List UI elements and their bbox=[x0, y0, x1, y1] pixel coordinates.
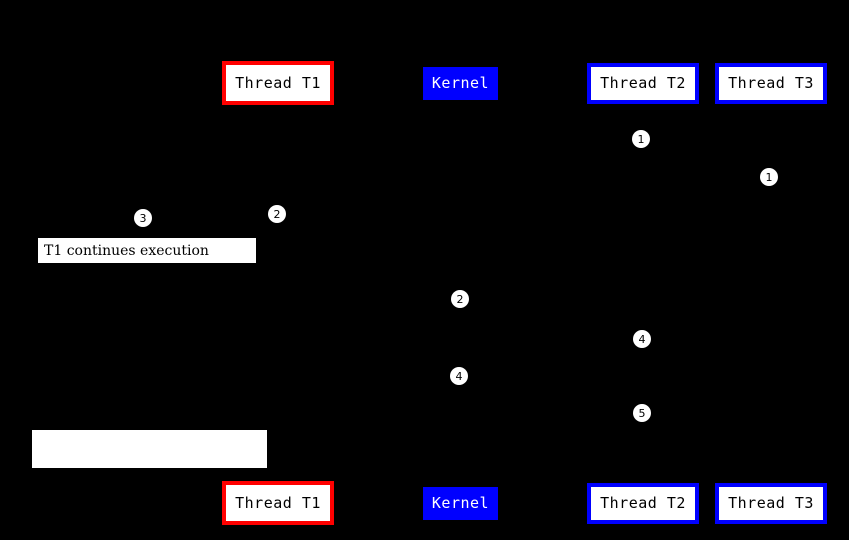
note-t1-continues[interactable]: T1 continues execution bbox=[37, 237, 257, 264]
lifeline-t1 bbox=[277, 105, 279, 481]
step-marker-m4[interactable]: 2 bbox=[268, 205, 286, 223]
lifeline-foot-kernel[interactable]: Kernel bbox=[423, 487, 498, 520]
lifeline-foot-t3[interactable]: Thread T3 bbox=[715, 483, 827, 524]
lifeline-nub-kernel-head bbox=[458, 100, 462, 105]
step-marker-m2[interactable]: 1 bbox=[760, 168, 778, 186]
step-marker-m7[interactable]: 4 bbox=[450, 367, 468, 385]
step-marker-m6[interactable]: 4 bbox=[633, 330, 651, 348]
lifeline-nub-kernel-foot bbox=[458, 482, 462, 487]
lifeline-head-t1[interactable]: Thread T1 bbox=[222, 61, 334, 105]
lifeline-foot-t1[interactable]: Thread T1 bbox=[222, 481, 334, 525]
lifeline-foot-t2[interactable]: Thread T2 bbox=[587, 483, 699, 524]
lifeline-nub-t3-head bbox=[769, 104, 773, 109]
step-marker-m1[interactable]: 1 bbox=[632, 130, 650, 148]
lifeline-t2 bbox=[642, 104, 644, 483]
lifeline-t3 bbox=[770, 104, 772, 483]
lifeline-nub-t1-foot bbox=[276, 476, 280, 481]
lifeline-nub-t3-foot bbox=[769, 478, 773, 483]
note-blank-lower-left[interactable] bbox=[32, 430, 267, 468]
lifeline-head-kernel[interactable]: Kernel bbox=[423, 67, 498, 100]
lifeline-nub-t2-head bbox=[641, 104, 645, 109]
lifeline-head-t2[interactable]: Thread T2 bbox=[587, 63, 699, 104]
lifeline-nub-t1-head bbox=[276, 105, 280, 110]
lifeline-nub-t2-foot bbox=[641, 478, 645, 483]
step-marker-m5[interactable]: 2 bbox=[451, 290, 469, 308]
step-marker-m8[interactable]: 5 bbox=[633, 404, 651, 422]
step-marker-m3[interactable]: 3 bbox=[134, 209, 152, 227]
lifeline-head-t3[interactable]: Thread T3 bbox=[715, 63, 827, 104]
